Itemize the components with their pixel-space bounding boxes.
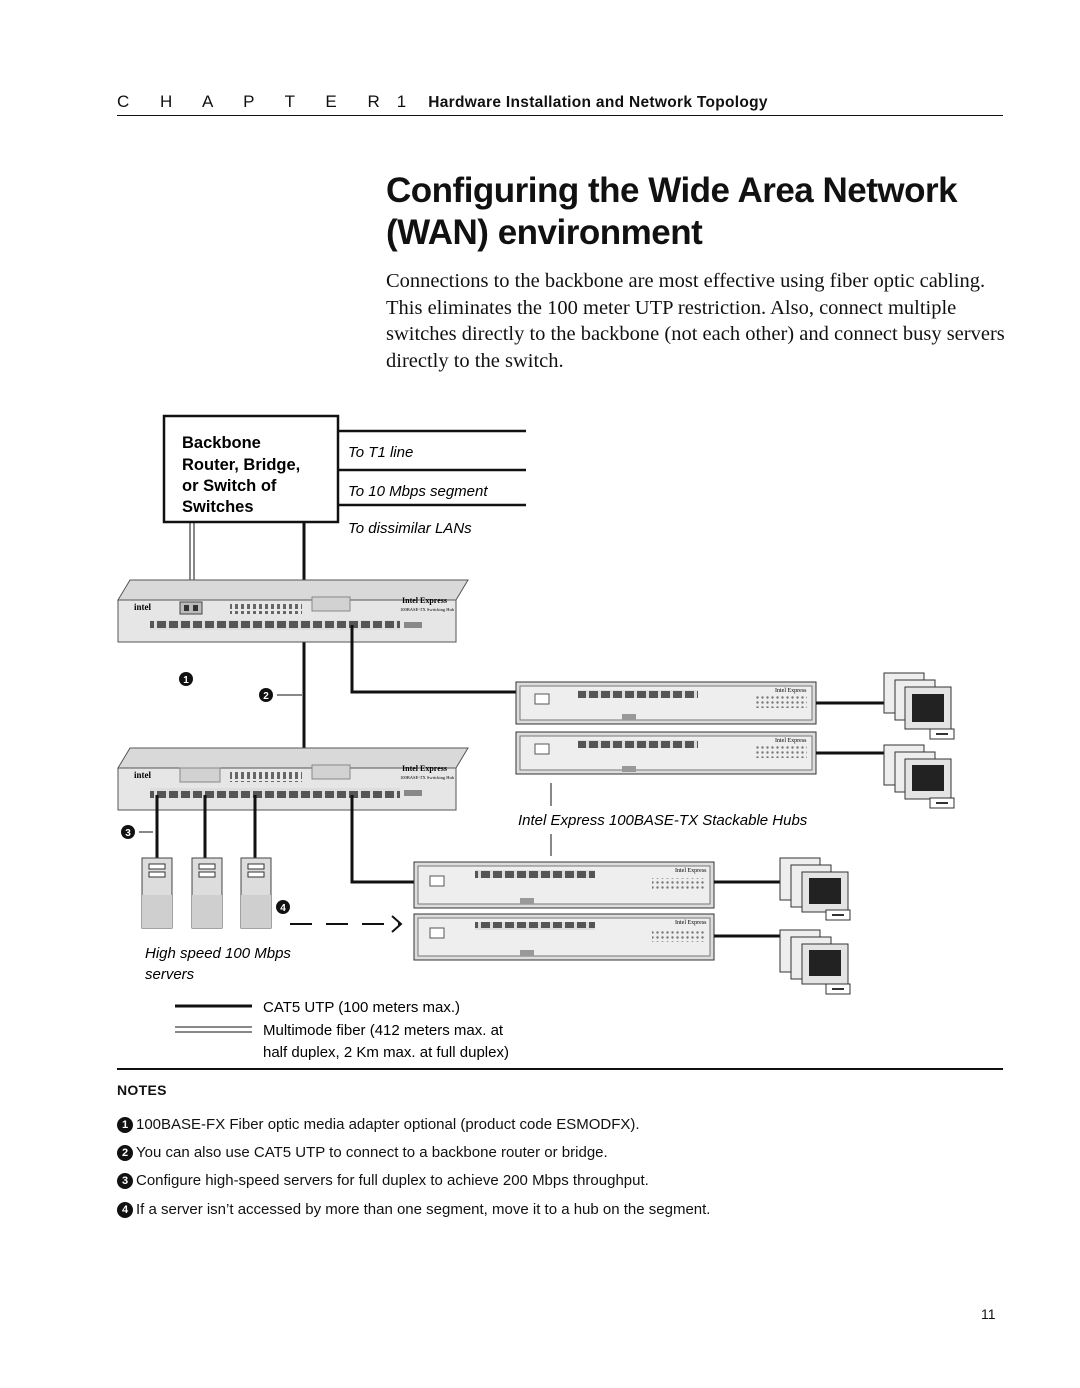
notes-rule [117,1068,1003,1070]
workstation-group-2 [883,744,955,809]
callout-2-label: 2 [263,691,269,702]
legend-fiber-label-line2: half duplex, 2 Km max. at full duplex) [263,1044,509,1061]
hub-stack-lower: Intel Express Intel Express [413,861,715,961]
server-3 [240,857,272,929]
section-title: Configuring the Wide Area Network (WAN) … [386,170,1026,254]
note-2-marker: 2 [117,1145,133,1161]
note-3-text: Configure high-speed servers for full du… [136,1172,649,1189]
workstation-group-1 [883,672,955,740]
svg-text:Intel Express: Intel Express [775,688,807,694]
intro-paragraph: Connections to the backbone are most eff… [386,270,1005,372]
switch-1-brand: Intel Express [402,596,447,605]
callout-1-label: 1 [183,675,189,686]
note-1-text: 100BASE-FX Fiber optic media adapter opt… [136,1116,640,1133]
chapter-title: Hardware Installation and Network Topolo… [428,94,768,111]
switch1-hub-link [350,625,518,694]
link-label-10mbps: To 10 Mbps segment [348,483,488,500]
legend-cat5-label: CAT5 UTP (100 meters max.) [263,999,460,1016]
servers-caption-line2: servers [145,966,195,983]
note-1-marker: 1 [117,1117,133,1133]
callout-4-label: 4 [280,903,286,914]
link-label-t1: To T1 line [348,444,413,461]
note-4-marker: 4 [117,1202,133,1218]
svg-text:intel: intel [134,770,151,780]
workstation-group-4 [779,929,851,995]
section-title-line1: Configuring the Wide Area Network [386,171,958,210]
hub-caption: Intel Express 100BASE-TX Stackable Hubs [518,812,808,829]
backbone-box-line2: Router, Bridge, [182,456,300,474]
note-3-marker: 3 [117,1173,133,1189]
svg-text:Intel Express: Intel Express [775,738,807,744]
switch-2-model: 100BASE-TX Switching Hub [400,775,455,780]
switch-2-brand: Intel Express [402,764,447,773]
servers-caption-line1: High speed 100 Mbps [145,945,291,962]
switching-hub-1: intel Intel Express 100BASE-TX Switching… [117,579,469,643]
svg-text:Intel Express: Intel Express [675,868,707,874]
section-title-line2: (WAN) environment [386,213,703,252]
workstation-group-3 [779,857,851,921]
switch-1-model: 100BASE-TX Switching Hub [400,607,455,612]
callout-3-label: 3 [125,828,131,839]
backbone-box-line1: Backbone [182,434,261,452]
note-2-text: You can also use CAT5 UTP to connect to … [136,1144,608,1161]
note-4-text: If a server isn’t accessed by more than … [136,1201,711,1218]
legend-fiber-label-line1: Multimode fiber (412 meters max. at [263,1022,504,1039]
switch2-hub-link [350,795,414,884]
svg-text:intel: intel [134,602,151,612]
notes-heading: NOTES [117,1082,167,1098]
chapter-number: 1 [396,92,407,111]
callout-2 [259,688,273,702]
server-2 [191,857,223,929]
backbone-box-line3: or Switch of [182,477,277,495]
backbone-box-line4: Switches [182,498,254,516]
link-label-dissimilar: To dissimilar LANs [348,520,472,537]
callout-4 [276,900,290,914]
callout-3 [121,825,135,839]
chapter-word: C H A P T E R [117,92,393,111]
server-1 [141,857,173,929]
callout-1 [179,672,193,686]
switching-hub-2: intel Intel Express 100BASE-TX Switching… [117,747,469,811]
header-rule [117,115,1003,116]
hub-stack-upper: Intel Express Intel Express [515,681,817,775]
page-number: 11 [981,1306,996,1322]
svg-text:Intel Express: Intel Express [675,920,707,926]
